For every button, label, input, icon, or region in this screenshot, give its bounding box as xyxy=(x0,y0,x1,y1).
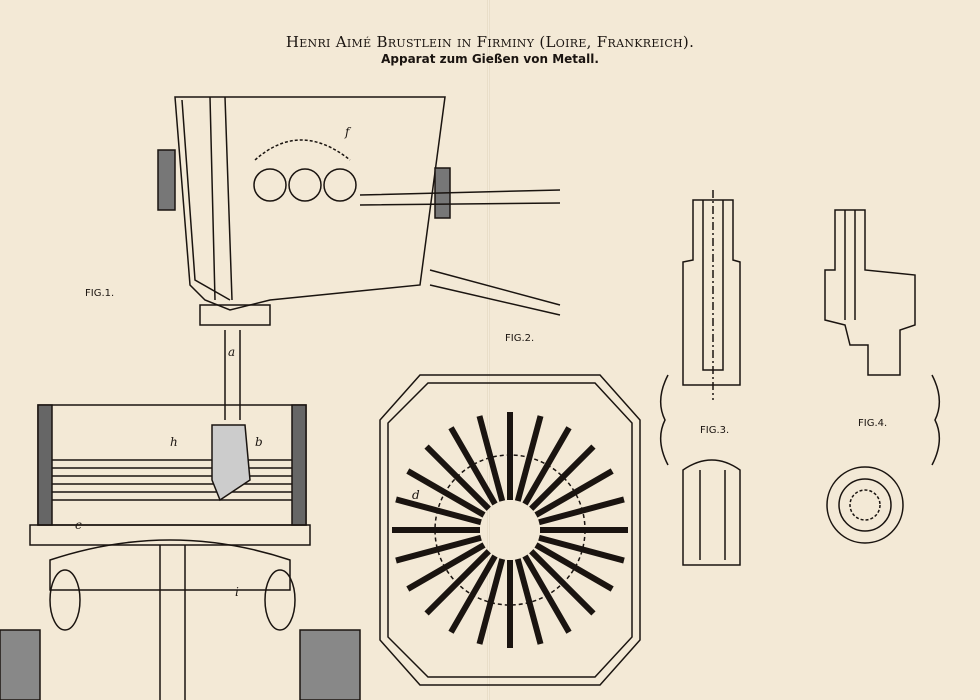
plate-spoke xyxy=(448,554,498,634)
plate-spoke xyxy=(538,534,625,564)
fig3-label: FIG.3. xyxy=(700,425,730,436)
label-d: d xyxy=(412,488,420,502)
fig4-label: FIG.4. xyxy=(858,418,888,429)
label-f: f xyxy=(345,125,350,139)
inventor-heading: Henri Aimé Brustlein in Firminy (Loire, … xyxy=(285,33,695,51)
plate-spoke xyxy=(529,549,596,616)
plate-spoke xyxy=(395,496,482,526)
fig1-label: FIG.1. xyxy=(85,288,115,299)
ladle-drawing xyxy=(157,96,561,420)
plate-drawing xyxy=(379,374,641,686)
plate-spoke xyxy=(476,415,506,502)
fig4-drawing xyxy=(824,209,916,544)
plate-spoke xyxy=(514,558,544,645)
plate-spoke xyxy=(424,444,491,511)
plate-spoke xyxy=(406,468,486,518)
label-i: i xyxy=(235,585,239,599)
label-b: b xyxy=(255,435,263,449)
plate-spoke xyxy=(406,542,486,592)
plate-spoke xyxy=(522,554,572,634)
plate-spoke xyxy=(424,549,491,616)
fig2-label: FIG.2. xyxy=(505,333,535,344)
plate-spoke xyxy=(534,542,614,592)
label-a: a xyxy=(228,345,236,359)
plate-spoke xyxy=(514,415,544,502)
plate-spoke xyxy=(529,444,596,511)
fig3-drawing xyxy=(659,190,941,566)
plate-spoke xyxy=(395,534,482,564)
patent-title: Apparat zum Gießen von Metall. xyxy=(381,52,599,66)
page-fold xyxy=(487,0,490,700)
label-c: c xyxy=(75,518,82,532)
plate-spoke xyxy=(538,496,625,526)
plate-spoke xyxy=(522,426,572,506)
plate-spoke xyxy=(534,468,614,518)
label-h: h xyxy=(170,435,178,449)
plate-spoke xyxy=(476,558,506,645)
mold-drawing xyxy=(0,404,361,700)
plate-spoke xyxy=(448,426,498,506)
